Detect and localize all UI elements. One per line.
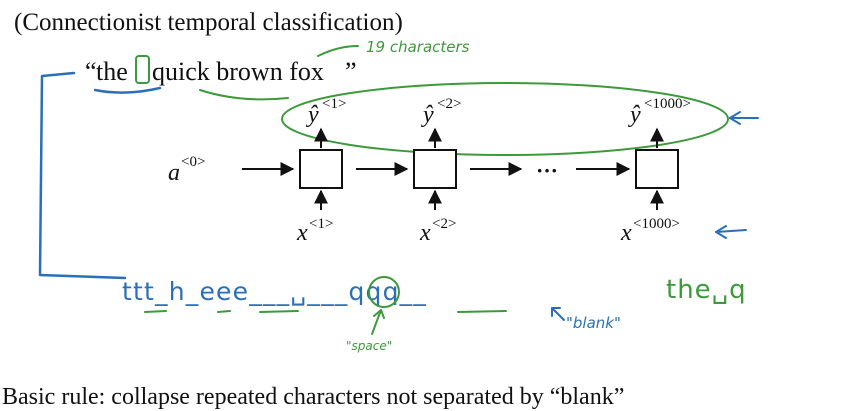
blank-pointer-shaft	[551, 307, 565, 321]
input-x1000-sup: <1000>	[633, 216, 680, 232]
blank-pointer-icon	[551, 307, 561, 317]
output-y2-base: ŷ	[421, 102, 434, 128]
the-underline	[93, 86, 162, 94]
blank-label: "blank"	[566, 314, 621, 332]
initial-activation-sup: <0>	[181, 154, 205, 170]
output-y2-sup: <2>	[437, 96, 461, 112]
underline-ttt	[144, 310, 167, 313]
basic-rule: Basic rule: collapse repeated characters…	[2, 384, 624, 410]
left-bracket	[38, 71, 127, 280]
input-x1-base: x	[296, 220, 308, 246]
space-circle	[368, 276, 400, 308]
space-label: "space"	[346, 339, 392, 353]
time-ellipsis: ···	[536, 158, 558, 183]
input-to-cell-arrows	[314, 189, 664, 210]
outputs-pointer-icon	[729, 111, 741, 125]
initial-activation-base: a	[168, 160, 180, 186]
input-x2-sup: <2>	[432, 216, 456, 232]
input-x1-sup: <1>	[309, 216, 333, 232]
sentence-to-outputs-curve	[199, 89, 289, 101]
underline-qqq	[457, 310, 507, 313]
rnn-cell-1000	[635, 149, 679, 189]
rnn-cell-1	[299, 149, 343, 189]
input-x1000-base: x	[620, 220, 632, 246]
target-sentence: “ the quick brown fox ”	[85, 57, 357, 86]
open-quote: “	[85, 57, 97, 86]
char-count-note: 19 characters	[366, 38, 470, 56]
input-labels: x <1> x <2> x <1000>	[296, 216, 680, 246]
space-pointer-icon	[373, 309, 385, 319]
sentence-word-the: the	[96, 57, 128, 86]
rnn-cells	[299, 149, 679, 189]
char-count-pointer	[317, 45, 359, 57]
rnn-cell-2	[413, 149, 457, 189]
inputs-pointer-icon	[715, 225, 727, 239]
underline-h	[217, 310, 231, 313]
collapsed-result: the␣q	[666, 275, 747, 305]
slide-title: (Connectionist temporal classification)	[14, 9, 403, 36]
space-pointer-shaft	[371, 309, 382, 335]
output-y1000-sup: <1000>	[644, 96, 691, 112]
outputs-ellipse	[281, 82, 729, 156]
ctc-output-sequence: ttt_h_eee___␣___qqq__	[122, 277, 427, 306]
output-y1-sup: <1>	[322, 96, 346, 112]
input-x2-base: x	[419, 220, 431, 246]
sentence-rest: quick brown fox	[152, 57, 324, 86]
output-labels: ŷ <1> ŷ <2> ŷ <1000>	[306, 96, 691, 128]
inputs-pointer-shaft	[715, 229, 747, 233]
underline-eee	[259, 310, 299, 313]
output-y1000-base: ŷ	[628, 102, 641, 128]
close-quote: ”	[345, 57, 357, 86]
space-highlight-box	[135, 55, 150, 84]
output-y1-base: ŷ	[306, 102, 319, 128]
repeat-group-underlines	[144, 310, 507, 313]
cell-to-output-arrows	[314, 127, 664, 148]
